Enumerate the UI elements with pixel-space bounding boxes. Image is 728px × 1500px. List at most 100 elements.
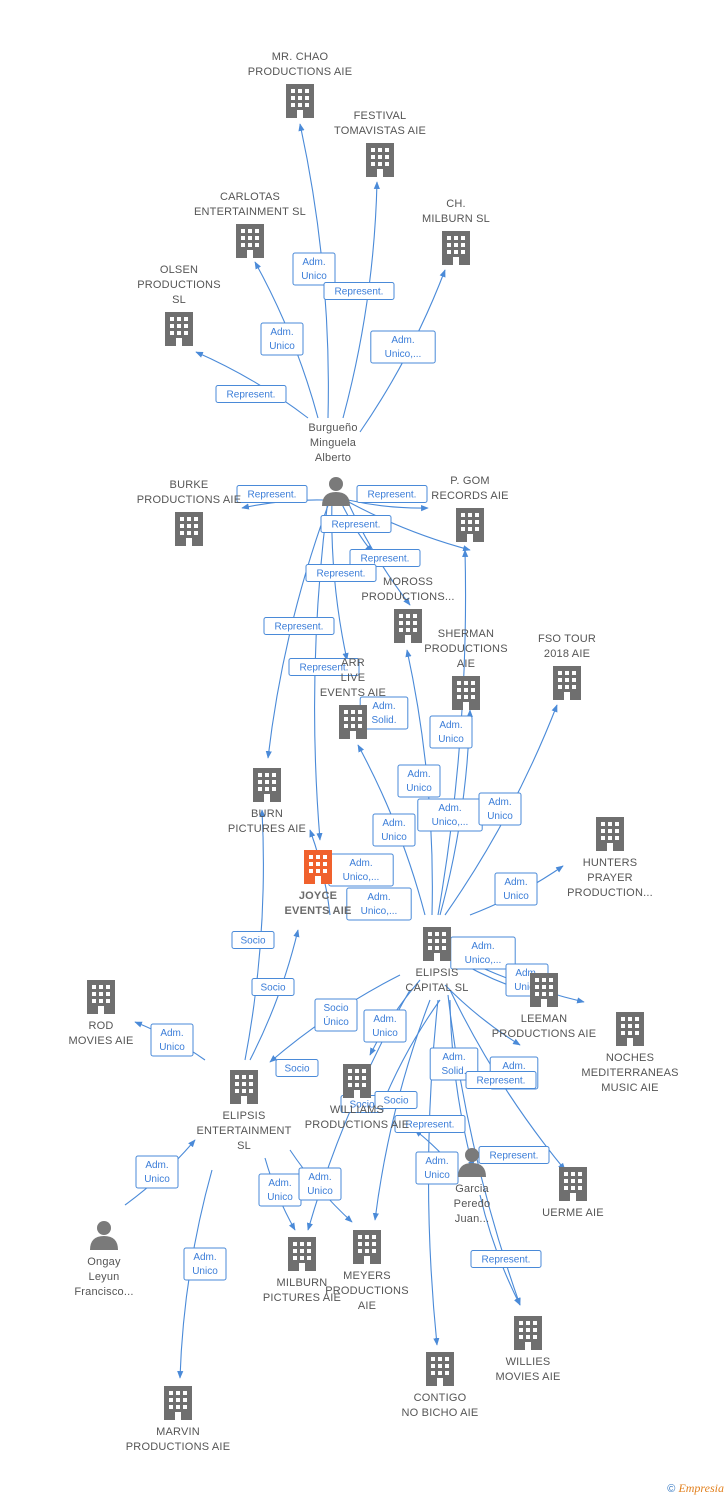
edge-role-label[interactable]: Adm.Unico [260, 322, 304, 356]
node-moross[interactable]: MOROSSPRODUCTIONS... [361, 576, 454, 643]
edge-role-label[interactable]: Adm.Unico [258, 1173, 302, 1207]
node-garcia[interactable]: GarciaPeredoJuan... [454, 1148, 491, 1225]
node-label-line: MARVIN [156, 1426, 200, 1438]
person-icon [90, 1221, 118, 1250]
edge-role-label[interactable]: Represent. [320, 515, 392, 533]
edge-role-label[interactable]: Represent. [305, 564, 377, 582]
edge-role-label[interactable]: Represent. [470, 1250, 542, 1268]
edge-role-label[interactable]: Socio [275, 1059, 319, 1077]
edge-role-label[interactable]: Socio [231, 931, 275, 949]
edge-label-text: Adm. [372, 701, 395, 712]
node-label-line: PRODUCTION... [567, 887, 653, 899]
node-uerme[interactable]: UERME AIE [542, 1167, 604, 1219]
edge-label-box [292, 252, 336, 286]
edge-role-label[interactable]: Adm.Unico,... [450, 936, 516, 970]
node-sherman[interactable]: SHERMAN PRODUCTIONS AIE [424, 628, 508, 710]
node-label-line: CAPITAL SL [405, 982, 468, 994]
edge-label-text: Adm. [502, 1061, 525, 1072]
node-label-line: PRODUCTIONS AIE [137, 494, 241, 506]
edge-role-label[interactable]: Adm.Unico [150, 1023, 194, 1057]
building-icon [230, 1070, 258, 1104]
edge-label-text: Adm. [471, 941, 494, 952]
edge-role-label[interactable]: Represent. [349, 549, 421, 567]
edge-role-label[interactable]: Adm.Unico,... [370, 330, 436, 364]
edge-role-label[interactable]: Adm.Unico [135, 1155, 179, 1189]
edge-label-box [415, 1151, 459, 1185]
edge-role-label[interactable]: Adm.Unico [415, 1151, 459, 1185]
edge-label-box [374, 1091, 418, 1109]
node-label-line: ENTERTAINMENT [196, 1125, 291, 1137]
node-ongay[interactable]: OngayLeyunFrancisco... [74, 1221, 133, 1298]
edge-role-label[interactable]: Adm.Unico [298, 1167, 342, 1201]
edge-role-label[interactable]: Adm.Unico,... [328, 853, 394, 887]
node-joyce[interactable]: JOYCE EVENTS AIE [285, 850, 352, 917]
edge-role-label[interactable]: Represent. [465, 1071, 537, 1089]
edge-label-box [372, 813, 416, 847]
footer-brand[interactable]: © Empresia [667, 1481, 724, 1496]
node-label-line: CH. [446, 198, 466, 210]
node-label-line: AIE [457, 658, 475, 670]
edge-role-label[interactable]: Adm.Unico [372, 813, 416, 847]
node-label-line: WILLIES [506, 1356, 551, 1368]
edge-role-label[interactable]: Adm.Unico [478, 792, 522, 826]
building-icon [253, 768, 281, 802]
relationship-edge [342, 181, 380, 419]
edge-label-box [314, 998, 358, 1032]
edge-role-label[interactable]: Adm.Unico [397, 764, 441, 798]
edge-role-label[interactable]: Represent. [478, 1146, 550, 1164]
edge-role-label[interactable]: Represent. [356, 485, 428, 503]
edge-role-label[interactable]: Socio [251, 978, 295, 996]
node-hunters[interactable]: HUNTERS PRAYER PRODUCTION... [567, 817, 653, 899]
node-label-line: PRAYER [587, 872, 633, 884]
node-label-line: SHERMAN [438, 628, 494, 640]
edge-role-label[interactable]: Represent. [288, 658, 360, 676]
node-label-line: EVENTS AIE [285, 905, 352, 917]
edge-label-text: Unico [307, 1186, 333, 1197]
edge-role-label[interactable]: Represent. [215, 385, 287, 403]
node-label-line: PRODUCTIONS [424, 643, 507, 655]
node-label-line: 2018 AIE [544, 648, 590, 660]
node-label-line: JOYCE [299, 890, 337, 902]
edge-role-label[interactable]: Represent. [263, 617, 335, 635]
edge-role-label[interactable]: Adm.Unico,... [346, 887, 412, 921]
edge-role-label[interactable]: Adm.Unico,... [417, 798, 483, 832]
edge-label-text: Unico [381, 832, 407, 843]
edge-role-label[interactable]: Adm.Solid. [359, 696, 409, 730]
edge-role-label[interactable]: Adm.Unico [292, 252, 336, 286]
edge-label-text: Unico,... [385, 349, 422, 360]
edge-role-label[interactable]: Represent. [323, 282, 395, 300]
node-label-line: HUNTERS [583, 857, 638, 869]
edge-role-label[interactable]: Adm.Unico [494, 872, 538, 906]
node-label-line: LIVE [341, 672, 366, 684]
edge-role-label[interactable]: Adm.Unico [363, 1009, 407, 1043]
edge-role-label[interactable]: Socio [374, 1091, 418, 1109]
node-ch-milburn[interactable]: CH.MILBURN SL [422, 198, 490, 265]
edge-role-label[interactable]: Adm.Unico [429, 715, 473, 749]
edge-role-label[interactable]: Represent. [394, 1115, 466, 1133]
edge-role-label[interactable]: Represent. [236, 485, 308, 503]
edge-label-text: Unico [438, 734, 464, 745]
edge-role-label[interactable]: Adm.Unico [183, 1247, 227, 1281]
